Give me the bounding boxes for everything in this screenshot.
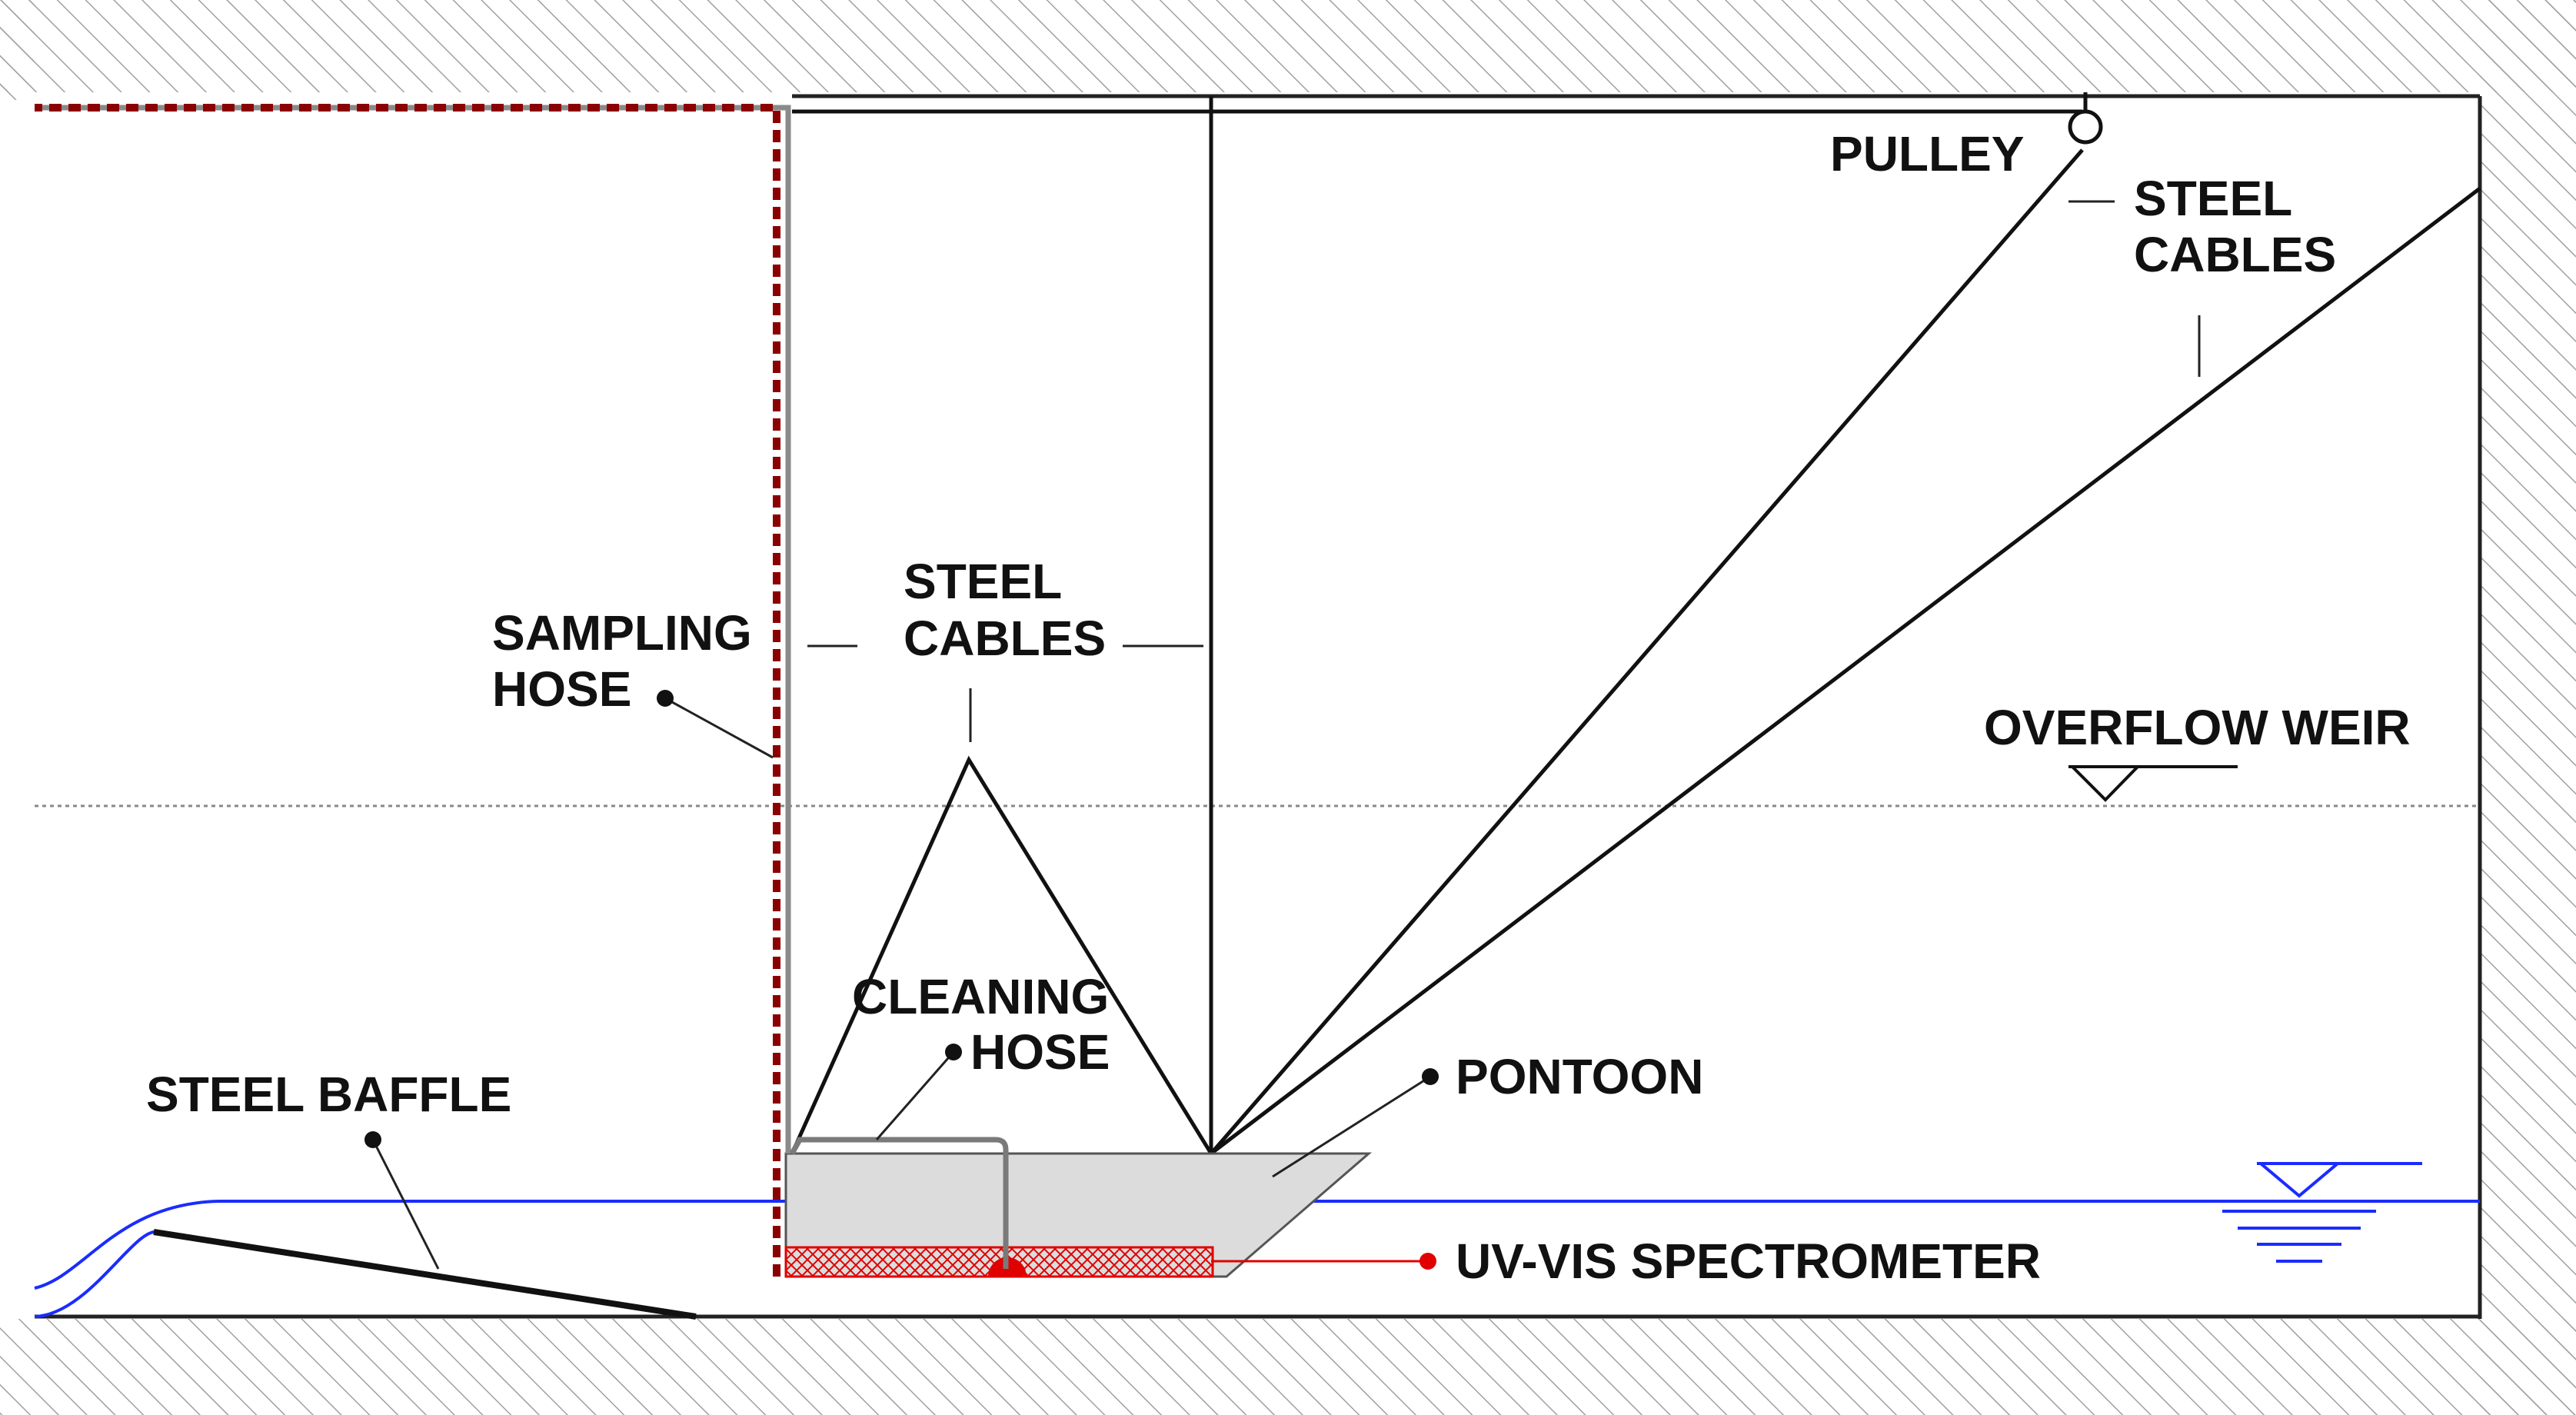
leader-dots bbox=[364, 690, 1439, 1148]
sampling-hose-line2: HOSE bbox=[492, 661, 631, 717]
tank-outline bbox=[35, 94, 2482, 1319]
steel-cables-top-line2: CABLES bbox=[2134, 227, 2336, 282]
pontoon-label: PONTOON bbox=[1456, 1049, 1703, 1104]
water-surface bbox=[34, 1200, 2480, 1318]
cleaning-hose bbox=[789, 1137, 1009, 1269]
uv-vis-spectrometer bbox=[784, 1246, 1214, 1278]
steel-cables-top-label: STEEL CABLES bbox=[2134, 171, 2336, 282]
cleaning-hose-label: CLEANING HOSE bbox=[852, 969, 1123, 1080]
cleaning-hose-line1: CLEANING bbox=[852, 969, 1109, 1024]
overflow-weir-symbol bbox=[2068, 765, 2238, 802]
spectrometer-dot bbox=[1419, 1253, 1436, 1270]
steel-cables-top-line1: STEEL bbox=[2134, 171, 2291, 226]
uv-vis-spectrometer-label: UV-VIS SPECTROMETER bbox=[1456, 1234, 2041, 1289]
steel-cables-mid-line2: CABLES bbox=[904, 611, 1106, 666]
sampling-hose-label: SAMPLING HOSE bbox=[492, 605, 766, 717]
overflow-weir-label: OVERFLOW WEIR bbox=[1984, 700, 2411, 755]
steel-cables-mid-label: STEEL CABLES bbox=[904, 554, 1106, 666]
cleaning-hose-line2: HOSE bbox=[970, 1024, 1110, 1080]
pontoon bbox=[784, 1152, 1373, 1278]
steel-cables bbox=[790, 92, 2481, 1155]
sampling-hose bbox=[35, 104, 791, 1277]
pulley-icon bbox=[2068, 109, 2103, 145]
water-level-icon bbox=[2222, 1162, 2422, 1263]
steel-cables-mid-line1: STEEL bbox=[904, 554, 1061, 609]
pulley-label: PULLEY bbox=[1830, 126, 2024, 181]
sampling-hose-line1: SAMPLING bbox=[492, 605, 752, 661]
steel-baffle-label: STEEL BAFFLE bbox=[146, 1067, 511, 1122]
leader-lines bbox=[371, 200, 2201, 1270]
steel-baffle bbox=[153, 1229, 697, 1320]
